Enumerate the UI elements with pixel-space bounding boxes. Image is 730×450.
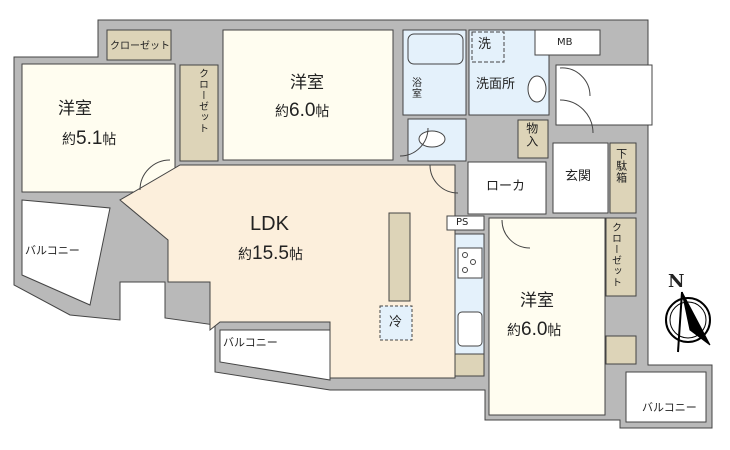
fridge-label: 冷 [389,315,403,330]
door-swing [399,127,429,157]
closet-right [605,217,637,297]
entry-area [555,64,653,126]
balcony-label-middle: バルコニー [223,336,278,349]
door-swing [559,67,591,97]
room-name-western-1: 洋室 [58,99,92,119]
room-name-western-2: 洋室 [290,73,324,93]
wash-basin [527,75,547,103]
room-area-ldk: 約15.5帖 [238,243,303,265]
toilet [418,130,446,148]
burner-icon [470,259,476,265]
washer-space [471,31,505,63]
area-prefix: 約 [275,104,289,120]
closet-label-right: クローゼット [609,222,621,288]
storage [517,119,549,159]
stove [457,247,483,279]
hallway-label: ローカ [486,179,526,194]
closet-vertical [179,64,219,162]
area-value: 6.0 [289,100,316,121]
area-value: 15.5 [252,243,289,264]
sink [457,311,483,347]
fridge-space [379,305,413,341]
area-prefix: 約 [238,247,252,263]
area-value: 6.0 [521,319,548,340]
burner-icon [462,267,468,273]
room-western-2 [222,29,394,161]
entrance-label: 玄関 [565,169,592,184]
balcony-right [625,371,707,423]
washer-label: 洗 [478,37,492,52]
area-value: 5.1 [76,128,103,149]
area-unit: 帖 [315,104,330,120]
closet-right-lower [605,335,637,365]
burner-icon [462,252,468,258]
shoe-box-label: 下駄箱 [614,148,628,184]
room-western-3 [488,217,606,416]
bathtub [407,33,464,65]
room-area-western-3: 約6.0帖 [507,319,561,341]
kitchen-storage [454,353,485,377]
counter [388,212,411,302]
compass-north-label: N [668,271,685,292]
ps-box [446,215,485,231]
area-unit: 帖 [288,247,303,263]
door-swing [559,99,594,134]
shoe-box [609,142,637,214]
room-name-ldk: LDK [250,213,289,235]
hallway [467,161,547,215]
mb-label: MB [557,37,573,48]
door-swing [429,164,459,194]
area-unit: 帖 [102,132,117,148]
washroom-label: 洗面所 [476,77,516,92]
balcony-middle [219,329,331,381]
balcony-label-left: バルコニー [25,244,80,257]
door-swing [139,159,171,191]
balcony-left [21,199,111,306]
room-name-western-3: 洋室 [520,291,554,311]
room-area-western-2: 約6.0帖 [275,100,329,122]
storage-label: 物入 [524,122,539,148]
door-swing [501,219,531,249]
mb-box [534,29,601,56]
room-western-1 [21,63,176,193]
room-area-western-1: 約5.1帖 [62,128,116,150]
area-unit: 帖 [547,323,562,339]
area-prefix: 約 [507,323,521,339]
balcony-label-right: バルコニー [642,401,697,414]
compass-icon [665,291,711,353]
closet-label-vertical: クローゼット [196,68,208,134]
bath-label: 浴室 [409,77,421,99]
closet-label-top: クローゼット [110,41,170,52]
ps-label: PS [456,217,469,228]
entrance [552,142,609,214]
area-prefix: 約 [62,132,76,148]
closet-top [106,29,172,61]
